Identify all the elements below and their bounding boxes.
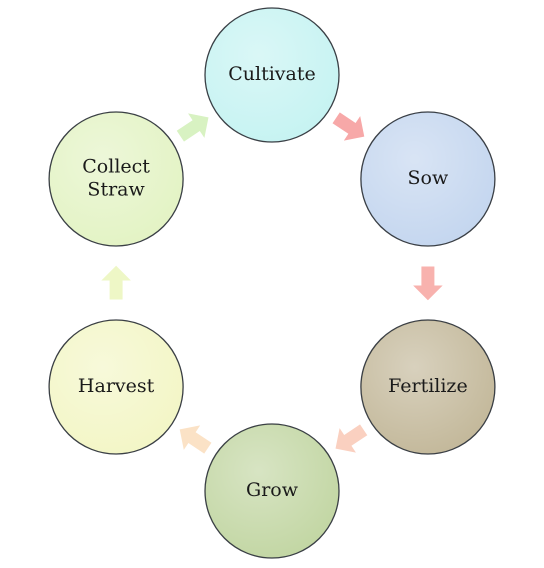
arrow-harvest-to-collect-straw: [98, 264, 134, 301]
stage-label: Straw: [87, 179, 145, 201]
stage-label: Cultivate: [228, 63, 316, 85]
arrow-sow-to-fertilize: [410, 265, 446, 302]
stage-fertilize: Fertilize: [360, 319, 496, 455]
arrows-layer: [98, 111, 446, 455]
stage-circle-sheen: [361, 321, 494, 453]
arrow-collect-straw-to-cultivate: [175, 111, 210, 143]
stage-harvest: Harvest: [48, 319, 184, 455]
stage-label: Sow: [408, 167, 449, 189]
stage-circle-sheen: [50, 113, 183, 245]
stage-label: Harvest: [78, 375, 155, 397]
stage-label: Collect: [82, 156, 150, 178]
stage-circle-sheen: [206, 425, 338, 557]
arrow-cultivate-to-sow: [331, 111, 366, 143]
stage-circle-sheen: [206, 9, 338, 141]
stage-grow: Grow: [204, 423, 340, 559]
stage-cultivate: Cultivate: [204, 7, 340, 143]
arrow-fertilize-to-grow: [334, 423, 369, 455]
stage-circle-sheen: [50, 321, 183, 453]
stage-label: Grow: [246, 479, 299, 501]
stage-circle-sheen: [361, 113, 494, 245]
stage-label: Fertilize: [388, 375, 468, 397]
arrow-grow-to-harvest: [178, 423, 213, 455]
stage-sow: Sow: [360, 111, 496, 247]
